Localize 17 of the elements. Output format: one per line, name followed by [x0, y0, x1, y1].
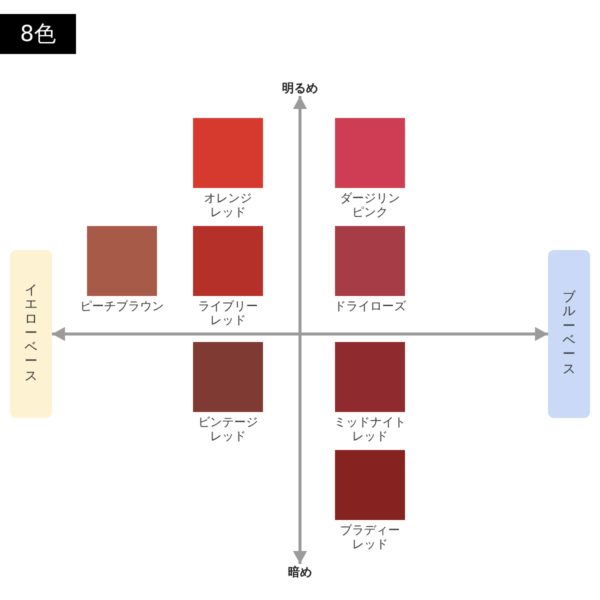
shade-name: ドライローズ [332, 299, 407, 313]
axis-label-panel [548, 250, 590, 418]
shade-name: ダージリンピンク [338, 191, 401, 219]
shade-name: ミッドナイトレッド [332, 415, 407, 443]
axis-label: 明るめ [270, 80, 330, 96]
axis-label: ブルーベース [562, 291, 576, 377]
double-headed-arrow [293, 96, 307, 564]
axis-label: イエローベース [24, 284, 38, 384]
shade-name: ブラディーレッド [338, 523, 401, 551]
axis-label: 暗め [270, 564, 330, 580]
shade-name: ライブリーレッド [196, 299, 259, 327]
shade-name: ピーチブラウン [78, 299, 165, 313]
axis-label-panel [10, 250, 52, 418]
title-banner: 8色 [0, 14, 76, 54]
shade-name: ビンテージレッド [196, 415, 259, 443]
shade-name: オレンジレッド [202, 191, 253, 219]
double-headed-arrow [52, 327, 548, 341]
